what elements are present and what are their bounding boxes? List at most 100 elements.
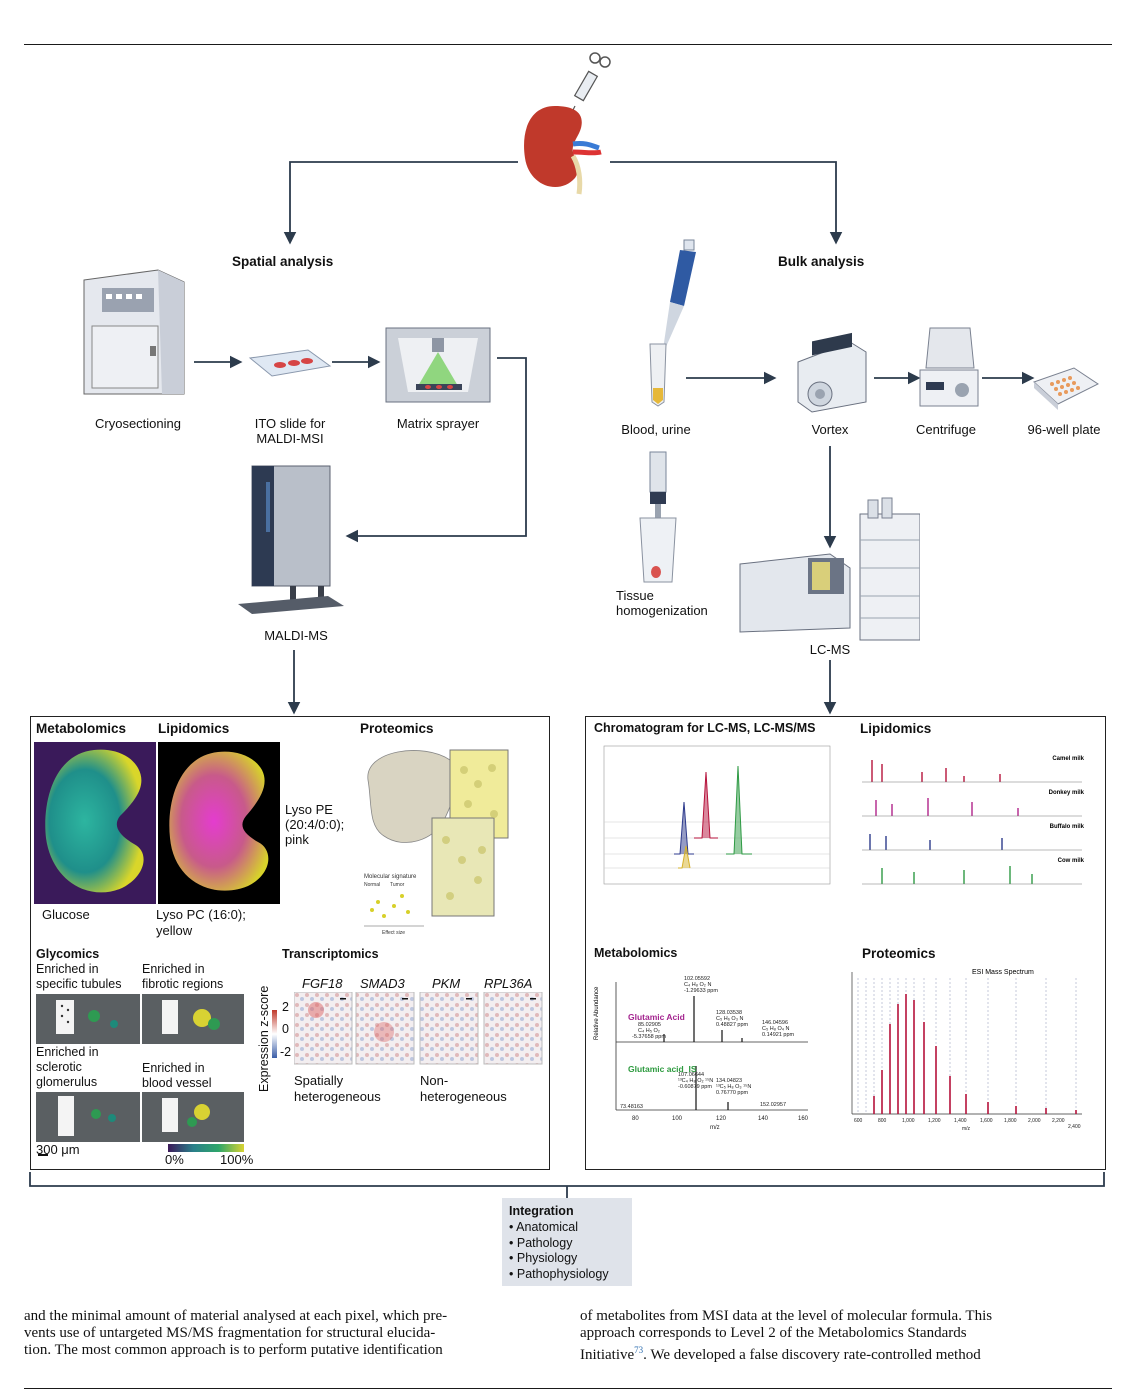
well-plate-icon: [1033, 367, 1099, 410]
integration-title: Integration: [509, 1204, 574, 1218]
homogenizer-icon: [639, 451, 677, 583]
buffalo-milk-text: Buffalo milk: [1050, 824, 1085, 830]
esi-tick-2000: 2,000: [1028, 1118, 1041, 1124]
peak-5-formula: ¹³C₄ H₈ O₂ ¹⁵N: [678, 1077, 713, 1084]
body-text-right-line-1: of metabolites from MSI data at the leve…: [580, 1308, 993, 1324]
proteomics-heading-left: Proteomics: [360, 721, 434, 736]
glyco-3-label-3: glomerulus: [36, 1075, 98, 1089]
peak-6-formula: ¹³C₅ H₈ O₃ ¹⁵N: [716, 1083, 751, 1090]
peak-3-formula: C₅ H₆ O₃ N: [716, 1016, 743, 1022]
non-label-2: heterogeneous: [420, 1089, 507, 1104]
metabolomics-heading-right: Metabolomics: [594, 946, 678, 960]
glyco-4-label-1: Enriched in: [142, 1061, 205, 1075]
proteomics-illustration: Molecular signature Normal Tumor Effect …: [364, 749, 509, 936]
gene-rpl36a: RPL36A: [484, 976, 533, 991]
peak-2-mz: 85.02905: [638, 1022, 661, 1028]
well-plate-label: 96-well plate: [1027, 422, 1101, 437]
lyso-pc-image: [158, 742, 280, 904]
esi-tick-1000: 1,000: [902, 1118, 915, 1124]
centrifuge-label: Centrifuge: [916, 422, 976, 437]
lyso-pe-label-2: (20:4/0:0);: [285, 817, 345, 832]
body-text-left-line-2: vents use of untargeted MS/MS fragmentat…: [24, 1325, 436, 1341]
peak-2-ppm: -5.37658 ppm: [632, 1034, 666, 1040]
transcriptomics-heading: Transcriptomics: [282, 947, 379, 961]
peak-1-formula: C₄ H₈ O₂ N: [684, 982, 711, 988]
effect-size-text: Effect size: [382, 930, 405, 936]
bulk-analysis-title: Bulk analysis: [778, 254, 865, 269]
camel-milk-text: Camel milk: [1052, 756, 1084, 762]
mz-axis-text: m/z: [710, 1125, 720, 1131]
glucose-image: [34, 742, 156, 904]
gene-pkm: PKM: [432, 976, 461, 991]
cryosectioning-label: Cryosectioning: [95, 416, 181, 431]
peak-6-mz: 134.04823: [716, 1078, 742, 1084]
chromatogram-heading: Chromatogram for LC-MS, LC-MS/MS: [594, 721, 816, 735]
matrix-sprayer-label: Matrix sprayer: [396, 416, 480, 431]
esi-mass-spectrum: ESI Mass Spectrum 600 800 1,000 1,200 1,…: [851, 969, 1082, 1132]
glyco-1-image: [36, 994, 140, 1044]
spatial-analysis-title: Spatial analysis: [232, 254, 334, 269]
metabolomics-ms-plot: Relative Abundance Glutamic Acid Glutami…: [594, 976, 809, 1131]
pipette-tube-icon: [649, 239, 696, 407]
integration-box: Integration • Anatomical • Pathology • P…: [502, 1198, 632, 1286]
citation-link[interactable]: 73: [634, 1345, 644, 1355]
vortex-icon: [797, 332, 867, 413]
chromatogram-plot: [603, 745, 831, 885]
esi-tick-800: 800: [878, 1118, 887, 1124]
vortex-label: Vortex: [811, 422, 849, 437]
ito-slide-label-1: ITO slide for: [254, 416, 326, 431]
glyco-colorbar: [168, 1144, 244, 1152]
ito-slide-icon: [248, 349, 332, 377]
esi-mz-text: m/z: [962, 1126, 971, 1132]
z-tick-2: 2: [282, 1000, 289, 1014]
glyco-3-label-1: Enriched in: [36, 1045, 99, 1059]
scale-bar: [38, 1154, 48, 1156]
tissue-label-2: homogenization: [616, 603, 708, 618]
top-rule: [24, 44, 1112, 45]
glutamic-acid-text: Glutamic Acid: [628, 1012, 685, 1022]
lipidomics-heading-right: Lipidomics: [860, 721, 932, 736]
integration-item-pathophysiology: • Pathophysiology: [509, 1266, 609, 1281]
lc-ms-icon: [739, 497, 920, 641]
glyco-1-label-2: specific tubules: [36, 977, 122, 991]
spatially-label-1: Spatially: [294, 1073, 344, 1088]
body-text-right-line-2: approach corresponds to Level 2 of the M…: [580, 1325, 967, 1341]
body-text-left-line-3: tion. The most common approach is to per…: [24, 1342, 443, 1358]
peak-6-ppm: 0.76770 ppm: [716, 1090, 749, 1096]
gene-smad3: SMAD3: [360, 976, 405, 991]
donkey-milk-text: Donkey milk: [1049, 790, 1085, 796]
peak-5-ppm: -0.60879 ppm: [678, 1084, 712, 1090]
proteomics-heading-right: Proteomics: [862, 946, 936, 961]
transcriptomics-tiles: [294, 992, 543, 1065]
zscore-axis-label: Expression z-score: [257, 985, 271, 1092]
glyco-2-label-2: fibrotic regions: [142, 977, 224, 991]
bottom-rule: [24, 1388, 1112, 1389]
mz-tick-80: 80: [632, 1116, 639, 1122]
colorbar-min: 0%: [165, 1152, 184, 1167]
molecular-signature-text: Molecular signature: [364, 874, 417, 880]
glycomics-heading: Glycomics: [36, 947, 100, 961]
mz-tick-120: 120: [716, 1116, 727, 1122]
peak-2-formula: C₄ H₅ O₂: [638, 1028, 660, 1034]
glucose-label: Glucose: [42, 907, 90, 922]
peak-4-ppm: 0.14921 ppm: [762, 1032, 795, 1038]
metabolomics-heading-left: Metabolomics: [36, 721, 127, 736]
body-text-left-line-1: and the minimal amount of material analy…: [24, 1308, 448, 1324]
glyco-4-label-2: blood vessel: [142, 1076, 212, 1090]
peak-7-mz: 73.48163: [620, 1104, 643, 1110]
esi-tick-1400: 1,400: [954, 1118, 967, 1124]
glyco-2-image: [142, 994, 244, 1044]
integration-item-physiology: • Physiology: [509, 1251, 578, 1265]
zscore-colorbar: [272, 1010, 277, 1058]
normal-text: Normal: [364, 882, 380, 888]
gene-fgf18: FGF18: [302, 976, 343, 991]
integration-item-pathology: • Pathology: [509, 1235, 573, 1250]
lyso-pe-label-3: pink: [285, 832, 309, 847]
lipidomics-spectra: Camel milk Donkey milk Buffalo milk Cow …: [862, 756, 1085, 885]
matrix-sprayer-icon: [385, 327, 491, 403]
spatially-label-2: heterogeneous: [294, 1089, 381, 1104]
esi-tick-1600: 1,600: [980, 1118, 993, 1124]
z-tick-0: 0: [282, 1022, 289, 1036]
esi-tick-2400: 2,400: [1068, 1124, 1081, 1130]
